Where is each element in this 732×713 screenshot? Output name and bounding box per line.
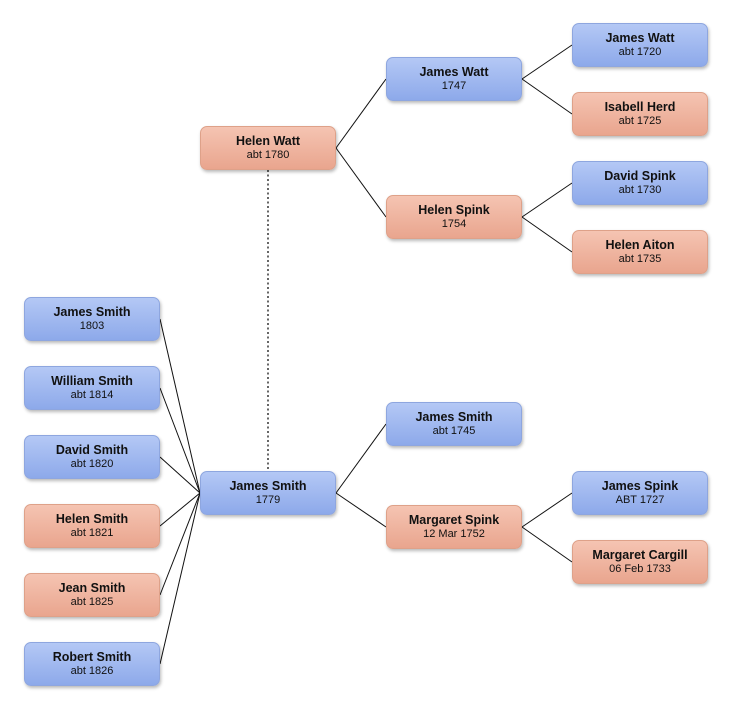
person-card-spouse-paternal-grandfather[interactable]: James Watt abt 1720 [572, 23, 708, 67]
connector-mother-father [521, 492, 573, 528]
person-name: Robert Smith [52, 650, 132, 664]
person-name: James Smith [53, 305, 131, 319]
person-date: abt 1826 [70, 665, 114, 677]
person-date: abt 1745 [432, 425, 476, 437]
person-name: David Smith [55, 443, 129, 457]
person-card-child-2[interactable]: William Smith abt 1814 [24, 366, 160, 410]
person-card-spouse[interactable]: Helen Watt abt 1780 [200, 126, 336, 170]
person-card-spouse-maternal-grandfather[interactable]: David Spink abt 1730 [572, 161, 708, 205]
person-date: ABT 1727 [615, 494, 665, 506]
person-date: abt 1720 [618, 46, 662, 58]
person-date: abt 1825 [70, 596, 114, 608]
person-date: 12 Mar 1752 [423, 528, 485, 540]
person-date: 1754 [441, 218, 467, 230]
person-card-mother[interactable]: Margaret Spink 12 Mar 1752 [386, 505, 522, 549]
person-name: Jean Smith [58, 581, 126, 595]
person-card-child-6[interactable]: Robert Smith abt 1826 [24, 642, 160, 686]
person-card-spouse-paternal-grandmother[interactable]: Isabell Herd abt 1725 [572, 92, 708, 136]
connector-sf-father [521, 44, 573, 80]
connector-focus-father [335, 423, 387, 494]
person-card-father[interactable]: James Smith abt 1745 [386, 402, 522, 446]
person-name: James Smith [229, 479, 307, 493]
person-date: 1747 [441, 80, 467, 92]
person-card-child-4[interactable]: Helen Smith abt 1821 [24, 504, 160, 548]
person-card-spouse-father[interactable]: James Watt 1747 [386, 57, 522, 101]
person-name: David Spink [604, 169, 676, 183]
person-name: James Spink [601, 479, 679, 493]
person-name: James Smith [415, 410, 493, 424]
person-name: Helen Spink [418, 203, 490, 217]
person-date: abt 1780 [246, 149, 290, 161]
person-card-maternal-grandfather[interactable]: James Spink ABT 1727 [572, 471, 708, 515]
person-name: William Smith [51, 374, 133, 388]
person-date: abt 1820 [70, 458, 114, 470]
connector-sm-father [521, 182, 573, 218]
connector-sm-mother [521, 216, 573, 253]
person-date: abt 1730 [618, 184, 662, 196]
person-card-focus[interactable]: James Smith 1779 [200, 471, 336, 515]
connector-child-1 [159, 318, 201, 494]
person-card-maternal-grandmother[interactable]: Margaret Cargill 06 Feb 1733 [572, 540, 708, 584]
connector-child-5 [159, 492, 201, 596]
person-name: Isabell Herd [604, 100, 676, 114]
person-card-spouse-maternal-grandmother[interactable]: Helen Aiton abt 1735 [572, 230, 708, 274]
person-card-child-3[interactable]: David Smith abt 1820 [24, 435, 160, 479]
connector-mother-mother [521, 526, 573, 563]
person-name: Helen Smith [55, 512, 129, 526]
person-card-child-5[interactable]: Jean Smith abt 1825 [24, 573, 160, 617]
person-name: Margaret Cargill [592, 548, 688, 562]
person-name: James Watt [605, 31, 675, 45]
person-date: abt 1735 [618, 253, 662, 265]
person-date: abt 1814 [70, 389, 114, 401]
person-date: 1803 [79, 320, 105, 332]
person-date: 1779 [255, 494, 281, 506]
person-card-child-1[interactable]: James Smith 1803 [24, 297, 160, 341]
person-date: abt 1821 [70, 527, 114, 539]
person-name: Helen Watt [235, 134, 301, 148]
person-name: Helen Aiton [605, 238, 675, 252]
person-card-spouse-mother[interactable]: Helen Spink 1754 [386, 195, 522, 239]
connector-sf-mother [521, 78, 573, 115]
person-name: Margaret Spink [408, 513, 500, 527]
connector-child-2 [159, 387, 201, 494]
person-date: 06 Feb 1733 [609, 563, 671, 575]
person-name: James Watt [419, 65, 489, 79]
connector-child-4 [159, 492, 201, 527]
connector-focus-mother [335, 492, 387, 528]
connector-spouse-father [335, 78, 387, 149]
connector-spouse-mother [335, 147, 387, 218]
person-date: abt 1725 [618, 115, 662, 127]
connector-child-3 [159, 456, 201, 494]
connector-child-6 [159, 492, 201, 665]
